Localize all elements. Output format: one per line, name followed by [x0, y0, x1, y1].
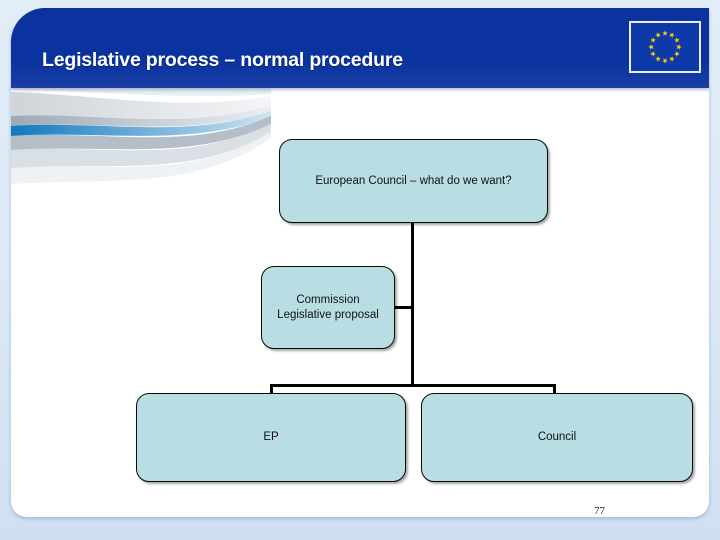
eu-flag-icon	[629, 21, 701, 73]
content-panel	[11, 86, 709, 517]
page-title: Legislative process – normal procedure	[42, 49, 403, 71]
page-number: 77	[594, 505, 605, 517]
header-bar: Legislative process – normal procedure	[11, 8, 709, 88]
